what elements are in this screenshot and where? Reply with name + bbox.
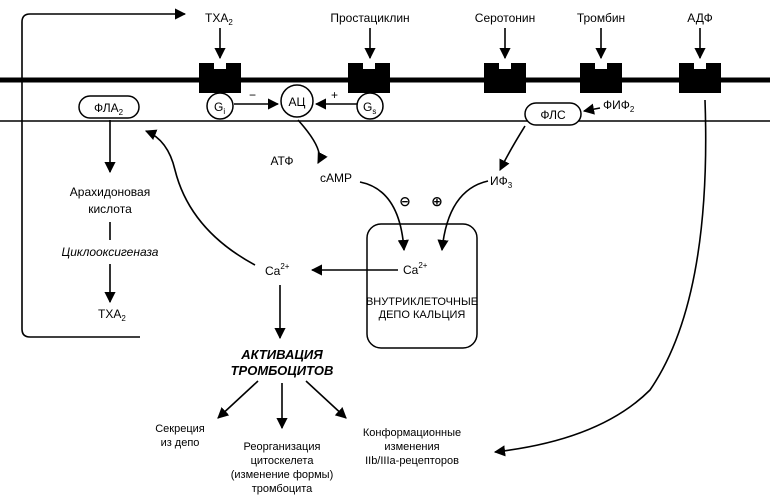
- atp-label: АТФ: [270, 154, 293, 168]
- gi-minus-sign: −: [249, 88, 256, 102]
- activate-sign: ⊕: [431, 194, 443, 210]
- arrow-pip2-plc: [582, 103, 601, 115]
- arrow-camp-store: [359, 181, 409, 252]
- label-txa2: ТХА2: [205, 11, 233, 27]
- secretion-line1: Секреция: [155, 423, 205, 435]
- txa2-product-label: ТХА2: [98, 307, 126, 323]
- ca-store-label: Ca2+: [403, 261, 428, 277]
- arrow-ca-pla2: [144, 129, 256, 266]
- label-prostacyclin: Простациклин: [330, 11, 409, 25]
- ca-cytosol-label: Ca2+: [265, 262, 290, 278]
- arachidonic-line2: кислота: [88, 202, 132, 216]
- ac-label: АЦ: [289, 95, 306, 109]
- pla2-label: ФЛА2: [94, 101, 124, 117]
- arrow-ip3-store: [437, 180, 489, 252]
- reorganization-line2: цитоскелета: [251, 455, 315, 467]
- gi-protein: [206, 92, 234, 120]
- conformation-line3: IIb/IIIa-рецепторов: [365, 455, 459, 467]
- gs-plus-sign: +: [331, 88, 338, 102]
- cyclooxygenase-label: Циклооксигеназа: [62, 245, 159, 259]
- pip2-label: ФИФ2: [603, 98, 635, 114]
- label-serotonin: Серотонин: [475, 11, 535, 25]
- gi-label: Gi: [214, 100, 225, 116]
- arrow-feedback-txa2: [21, 8, 187, 338]
- label-thrombin: Тромбин: [577, 11, 625, 25]
- adenylate-cyclase: [280, 84, 314, 118]
- receptor-prostacyclin: [348, 63, 390, 93]
- arrow-plc-ip3: [499, 125, 526, 172]
- reorganization-line3: (изменение формы): [231, 469, 334, 481]
- receptor-serotonin: [484, 63, 526, 93]
- receptor-thrombin: [580, 63, 622, 93]
- arachidonic-line1: Арахидоновая: [70, 185, 150, 199]
- depot-line1: ВНУТРИКЛЕТОЧНЫЕ: [366, 296, 478, 308]
- gs-label: Gs: [363, 100, 376, 116]
- activation-line2: ТРОМБОЦИТОВ: [231, 363, 334, 378]
- depot-line2: ДЕПО КАЛЬЦИЯ: [379, 309, 466, 321]
- camp-label: сАМР: [320, 171, 352, 185]
- conformation-line1: Конформационные: [363, 427, 461, 439]
- label-adp: АДФ: [687, 11, 712, 25]
- reorganization-line4: тромбоцита: [252, 483, 313, 495]
- calcium-depot-box: [366, 223, 478, 349]
- inhibit-sign: ⊖: [399, 194, 411, 210]
- ip3-label: ИФ3: [490, 174, 513, 190]
- pla2-box: [78, 95, 140, 119]
- secretion-line2: из депо: [161, 437, 200, 449]
- gs-protein: [356, 92, 384, 120]
- arrow-activation-conformation: [305, 380, 347, 419]
- arrow-ac-atp-camp: [297, 119, 328, 164]
- reorganization-line1: Реорганизация: [244, 441, 321, 453]
- arrow-adp-conformation: [493, 99, 707, 457]
- plc-label: ФЛС: [540, 108, 566, 122]
- receptor-txa2: [199, 63, 241, 93]
- conformation-line2: изменения: [384, 441, 439, 453]
- activation-line1: АКТИВАЦИЯ: [240, 347, 323, 362]
- arrow-activation-secretion: [217, 380, 259, 419]
- receptor-adp: [679, 63, 721, 93]
- plc-box: [524, 102, 582, 126]
